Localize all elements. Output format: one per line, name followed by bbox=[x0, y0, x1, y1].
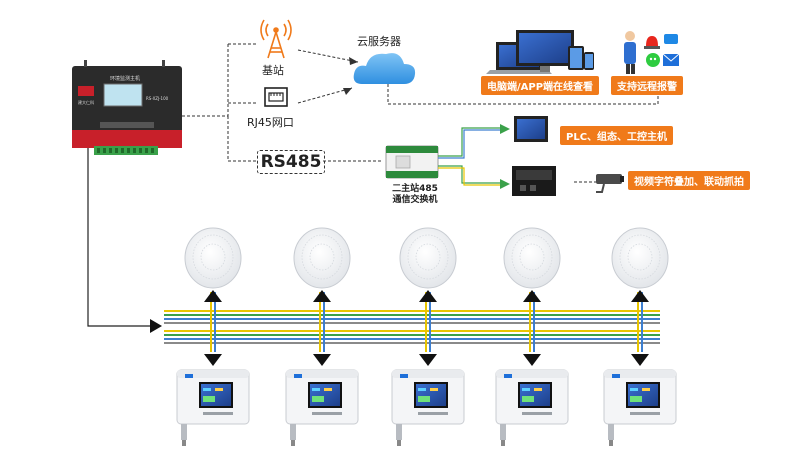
video-badge: 视频字符叠加、联动抓拍 bbox=[628, 171, 750, 190]
plc-badge: PLC、组态、工控主机 bbox=[560, 126, 674, 145]
controller-model: RS-XZJ-100 bbox=[146, 96, 169, 101]
controller-title: 环境监测主机 bbox=[110, 75, 140, 82]
controller-screen bbox=[103, 83, 143, 107]
controller-brand: 建大仁科 bbox=[78, 99, 94, 105]
bus-entry-arrow bbox=[150, 319, 162, 333]
tablet-icon bbox=[568, 46, 584, 70]
computer-devices bbox=[486, 30, 594, 74]
up-arrow-icon bbox=[204, 290, 222, 302]
down-arrow-icon bbox=[631, 354, 649, 366]
computer-app-badge: 电脑端/APP端在线查看 bbox=[481, 76, 600, 95]
panel-pc-icon bbox=[514, 116, 548, 142]
down-arrow-icon bbox=[204, 354, 222, 366]
sensor-icon bbox=[503, 227, 561, 289]
cloud-server-label: 云服务器 bbox=[357, 35, 401, 48]
mail-icon bbox=[662, 53, 680, 66]
remote-alarm-icons bbox=[624, 31, 680, 74]
rs485-switch-device bbox=[385, 145, 439, 179]
sensor-icon bbox=[399, 227, 457, 289]
camera-icon bbox=[574, 174, 624, 193]
rs485-label: RS485 bbox=[257, 150, 325, 174]
switch-label-line1: 二主站485 bbox=[392, 184, 438, 194]
controller-device: 环境监测主机 RS-XZJ-100 建大仁科 bbox=[72, 60, 182, 155]
bus-drop bbox=[419, 290, 437, 366]
wechat-icon bbox=[646, 53, 660, 67]
bus-cable bbox=[164, 310, 660, 344]
down-arrow-icon bbox=[419, 354, 437, 366]
alarm-light-icon bbox=[644, 36, 660, 49]
dashed-arrowheads bbox=[343, 57, 358, 95]
controller-bus-line bbox=[87, 148, 150, 327]
video-box-icon bbox=[512, 166, 556, 196]
sensor-icon bbox=[293, 227, 351, 289]
transmitter-icon bbox=[176, 369, 250, 446]
phone-icon bbox=[584, 52, 594, 70]
controller-logo-icon bbox=[78, 86, 94, 96]
transmitter-icon bbox=[603, 369, 677, 446]
down-arrow-icon bbox=[313, 354, 331, 366]
transmitter-row bbox=[176, 369, 677, 446]
tower-icon bbox=[260, 19, 292, 59]
rj45-label: RJ45网口 bbox=[247, 116, 294, 129]
up-arrow-icon bbox=[631, 290, 649, 302]
sensor-row bbox=[184, 227, 669, 289]
rj45-port-icon bbox=[264, 87, 288, 107]
switch-wires bbox=[438, 127, 500, 186]
remote-alarm-badge: 支持远程报警 bbox=[611, 76, 683, 95]
sensor-icon bbox=[184, 227, 242, 289]
bus-drop bbox=[631, 290, 649, 366]
bus-drop bbox=[313, 290, 331, 366]
up-arrow-icon bbox=[313, 290, 331, 302]
monitor-icon bbox=[516, 30, 574, 72]
controller-links bbox=[182, 43, 659, 162]
transmitter-icon bbox=[285, 369, 359, 446]
transmitter-icon bbox=[495, 369, 569, 446]
base-station-label: 基站 bbox=[262, 64, 284, 77]
transmitter-icon bbox=[391, 369, 465, 446]
bus-drops bbox=[204, 290, 649, 366]
up-arrow-icon bbox=[419, 290, 437, 302]
message-icon bbox=[664, 34, 678, 44]
bus-drop bbox=[523, 290, 541, 366]
controller-terminal-block bbox=[94, 146, 158, 155]
bus-drop bbox=[204, 290, 222, 366]
up-arrow-icon bbox=[523, 290, 541, 302]
switch-label-line2: 通信交换机 bbox=[392, 195, 438, 205]
person-icon bbox=[624, 31, 636, 74]
cloud-icon bbox=[353, 53, 416, 84]
sensor-icon bbox=[611, 227, 669, 289]
down-arrow-icon bbox=[523, 354, 541, 366]
